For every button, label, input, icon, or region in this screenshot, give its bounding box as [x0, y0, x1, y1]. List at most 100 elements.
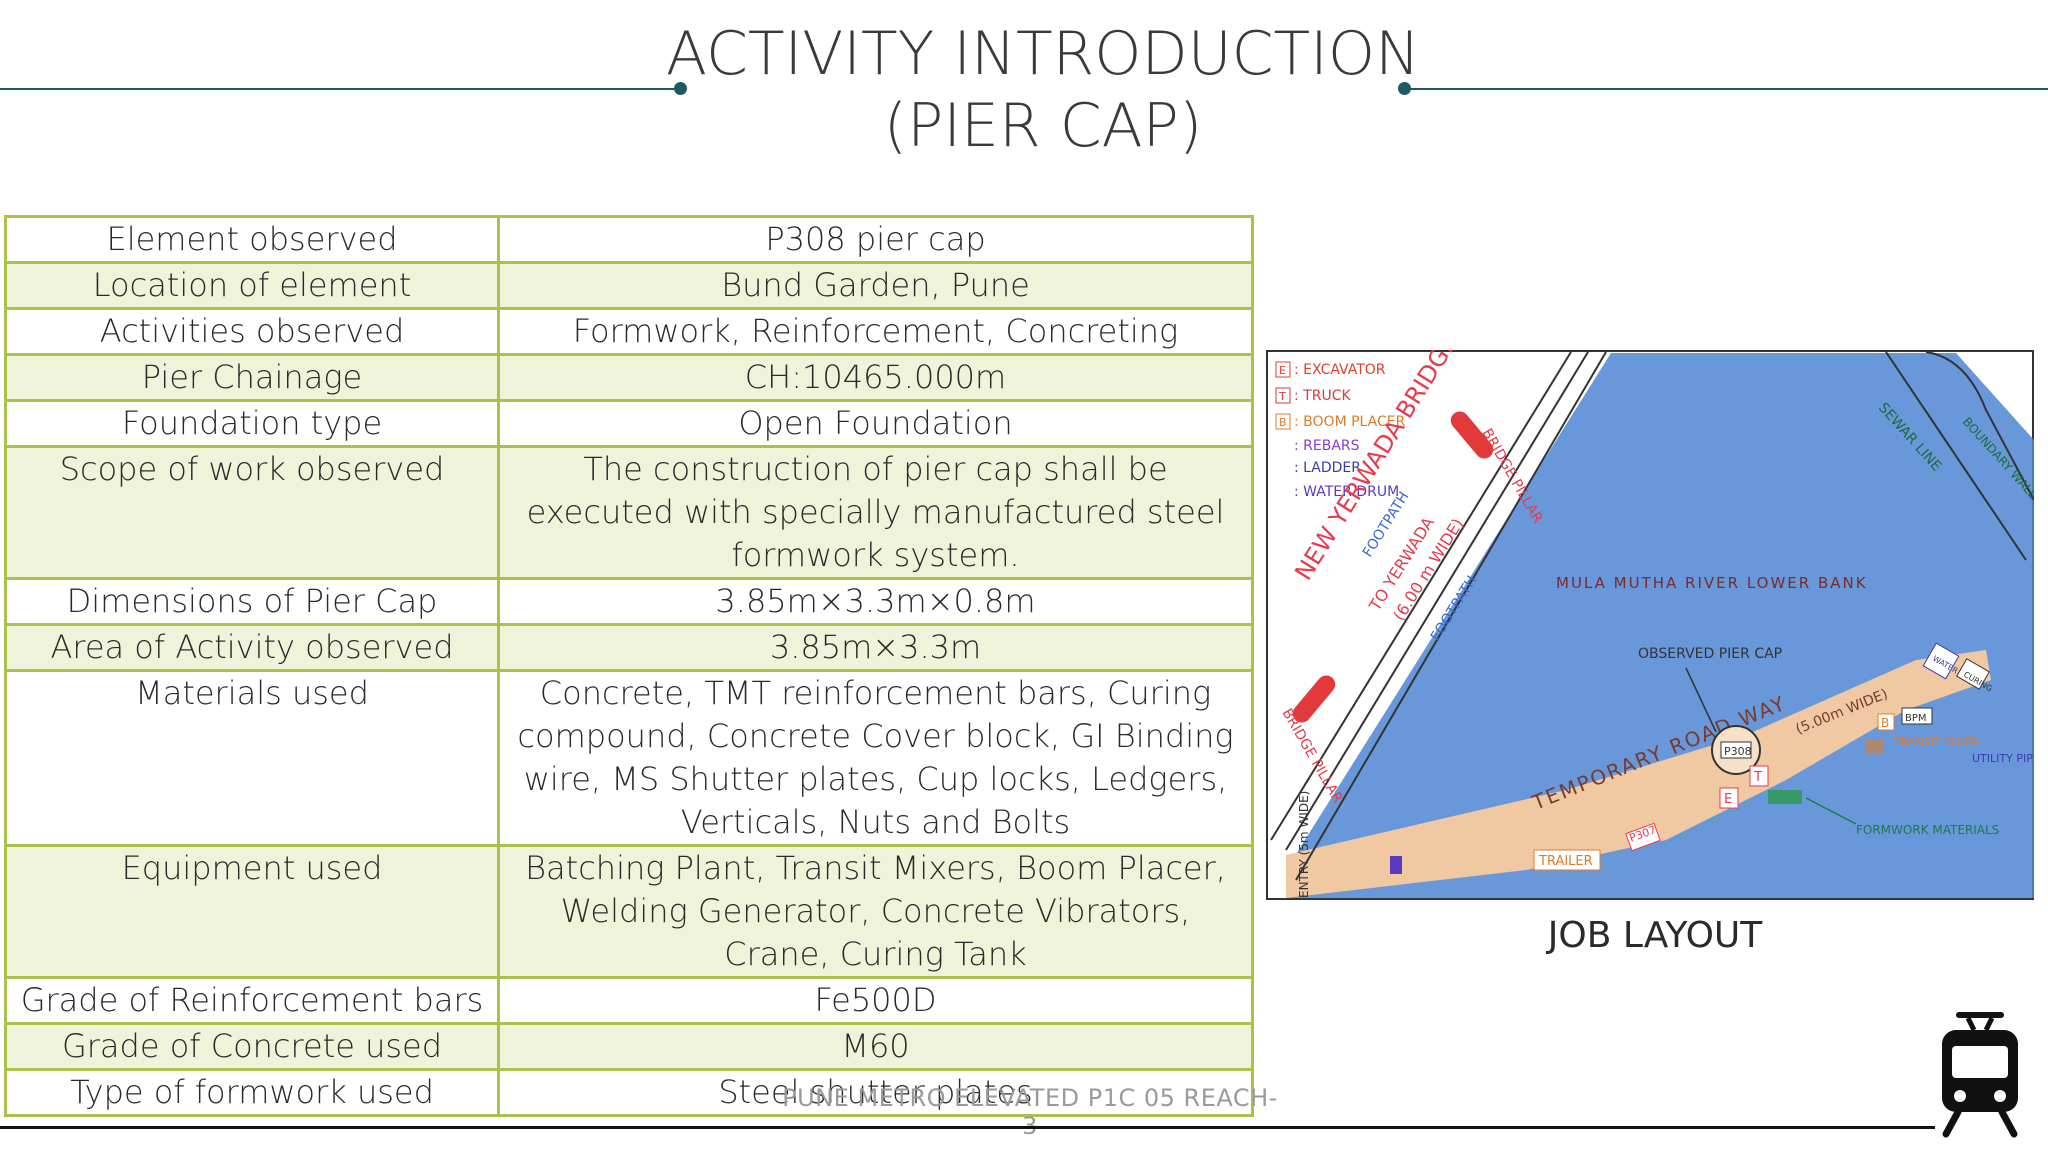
legend-item: : LADDER	[1294, 460, 1361, 476]
utility-pipes-label: UTILITY PIPES	[1972, 752, 2034, 765]
boundary-wall-line	[1925, 351, 2034, 501]
row-value: 3.85m×3.3m	[497, 623, 1254, 672]
pier-p307-box	[1625, 822, 1661, 852]
row-key: Materials used	[4, 669, 500, 847]
title-rule-right-dot	[1398, 82, 1411, 95]
row-key: Scope of work observed	[4, 445, 500, 580]
equipment-code: B	[1881, 716, 1889, 730]
equipment-code-box	[1719, 787, 1739, 809]
footer-project-name: PUNE METRO ELEVATED P1C 05 REACH-3	[782, 1084, 1278, 1140]
row-value: M60	[497, 1022, 1254, 1071]
water-drum-marker	[1390, 856, 1402, 874]
transit-mixer-label: TRANSIT MIXER	[1893, 736, 1979, 749]
equipment-code-box	[1749, 765, 1769, 787]
row-key: Pier Chainage	[4, 353, 500, 402]
legend-item: : BOOM PLACER	[1294, 414, 1406, 430]
row-key: Equipment used	[4, 844, 500, 979]
job-layout-caption: JOB LAYOUT	[1547, 915, 1763, 956]
slide-title-line2: (PIER CAP)	[883, 91, 1203, 161]
transit-mixer-marker	[1866, 740, 1884, 754]
row-value: Steel shutter plates	[497, 1068, 1254, 1117]
slide-title-line1: ACTIVITY INTRODUCTION	[666, 19, 1420, 89]
legend-code-box	[1275, 413, 1291, 430]
bridge-edge-line	[1285, 351, 1589, 851]
bpm-box	[1901, 707, 1933, 725]
legend-code-box	[1275, 387, 1291, 404]
row-value: CH:10465.000m	[497, 353, 1254, 402]
trailer-label: TRAILER	[1538, 854, 1593, 869]
legend-code: T	[1278, 390, 1286, 403]
bridge-pillar-marker	[1450, 411, 1494, 459]
sketch-legend: : EXCAVATOR E : TRUCK T : BOOM PLACER B …	[1275, 361, 1406, 500]
row-value: Batching Plant, Transit Mixers, Boom Pla…	[497, 844, 1254, 979]
legend-item: : WATER DRUM	[1294, 484, 1399, 500]
row-key: Grade of Concrete used	[4, 1022, 500, 1071]
entry-label: ENTRY (5m WIDE)	[1297, 791, 1311, 898]
observed-pointer	[1685, 667, 1717, 733]
title-rule-left	[0, 88, 680, 90]
temporary-roadway	[1286, 650, 1991, 898]
legend-code: E	[1279, 364, 1286, 377]
row-key: Element observed	[4, 215, 500, 264]
row-value: The construction of pier cap shall be ex…	[497, 445, 1254, 580]
row-value: Fe500D	[497, 976, 1254, 1025]
formwork-label: FORMWORK MATERIALS	[1856, 823, 1999, 837]
formwork-marker	[1768, 790, 1802, 804]
observed-pier-cap-label: OBSERVED PIER CAP	[1638, 646, 1782, 662]
trailer-box	[1533, 849, 1601, 871]
road-edge-line	[1295, 351, 1607, 881]
bridge-edge-line	[1270, 351, 1572, 841]
slide-title: ACTIVITY INTRODUCTION (PIER CAP)	[0, 18, 2048, 162]
legend-item: : TRUCK	[1294, 388, 1351, 404]
curing-tank-box	[1956, 658, 1990, 690]
pier-cap-p308-box	[1720, 741, 1752, 759]
equipment-code: E	[1724, 792, 1732, 807]
title-rule-left-dot	[674, 82, 687, 95]
job-layout-sketch: : EXCAVATOR E : TRUCK T : BOOM PLACER B …	[1266, 350, 2034, 900]
row-key: Type of formwork used	[4, 1068, 500, 1117]
legend-item: : REBARS	[1294, 438, 1360, 454]
row-key: Dimensions of Pier Cap	[4, 577, 500, 626]
row-key: Grade of Reinforcement bars	[4, 976, 500, 1025]
row-value: Bund Garden, Pune	[497, 261, 1254, 310]
legend-item: : EXCAVATOR	[1294, 362, 1386, 378]
river-label: MULA MUTHA RIVER LOWER BANK	[1556, 574, 1868, 592]
row-key: Activities observed	[4, 307, 500, 356]
river-area	[1286, 353, 2034, 898]
row-key: Area of Activity observed	[4, 623, 500, 672]
bridge-pillar-marker	[1292, 675, 1336, 723]
sewar-line-edge	[1885, 351, 2027, 561]
row-value: Formwork, Reinforcement, Concreting	[497, 307, 1254, 356]
pier-p308-label: P308	[1724, 745, 1752, 758]
metro-train-icon	[1942, 1012, 2018, 1138]
equipment-code-box	[1877, 713, 1895, 731]
footer-rule	[0, 1126, 1935, 1129]
title-rule-right	[1404, 88, 2048, 90]
water-tank-box	[1922, 642, 1960, 680]
legend-code-box	[1275, 361, 1291, 378]
bpm-label: BPM	[1905, 713, 1927, 724]
equipment-code: T	[1753, 770, 1762, 785]
row-value: P308 pier cap	[497, 215, 1254, 264]
legend-code: B	[1279, 416, 1287, 429]
row-key: Foundation type	[4, 399, 500, 448]
row-value: Open Foundation	[497, 399, 1254, 448]
formwork-pointer	[1805, 797, 1857, 825]
row-value: Concrete, TMT reinforcement bars, Curing…	[497, 669, 1254, 847]
row-key: Location of element	[4, 261, 500, 310]
row-value: 3.85m×3.3m×0.8m	[497, 577, 1254, 626]
